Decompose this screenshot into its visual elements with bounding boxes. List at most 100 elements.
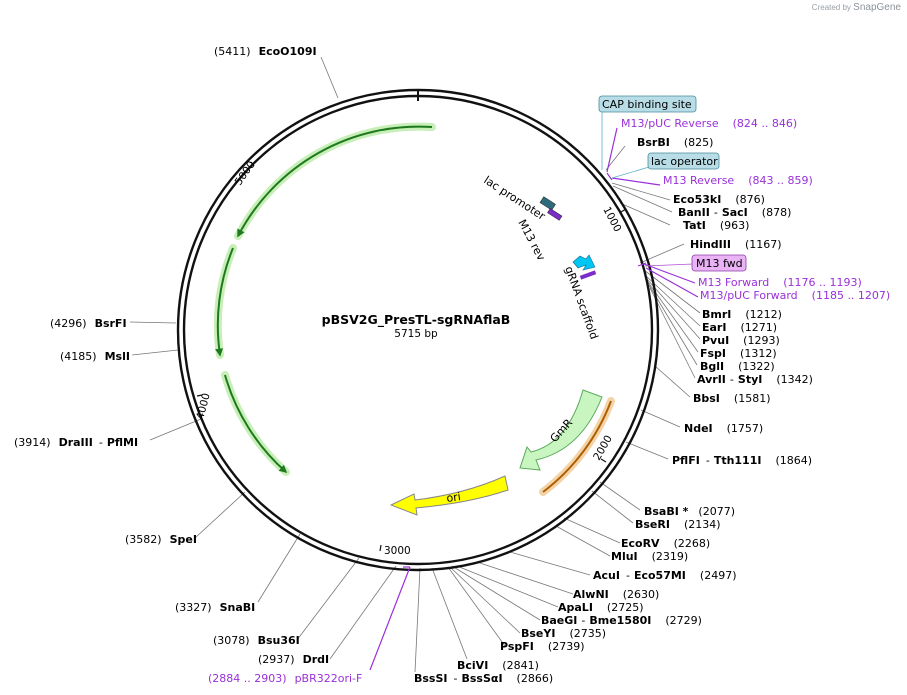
snapgene-branding: Created by SnapGene bbox=[812, 2, 901, 13]
leader-line bbox=[625, 441, 669, 460]
leader-line bbox=[619, 202, 671, 226]
leader-line bbox=[645, 275, 701, 327]
grna-primer-shape bbox=[579, 270, 597, 280]
leader-line bbox=[640, 409, 681, 428]
primer-leader bbox=[606, 127, 618, 173]
site-label: PflFI-Tth111I(1864) bbox=[672, 454, 812, 467]
leader-line bbox=[149, 418, 202, 441]
site-label: BseYI(2735) bbox=[521, 627, 606, 640]
leader-line bbox=[194, 491, 246, 539]
site-label: AlwNI(2630) bbox=[573, 588, 659, 601]
primer-leader bbox=[369, 566, 411, 671]
plasmid-name: pBSV2G_PresTL-sgRNAflaB bbox=[322, 312, 511, 328]
tick-mark-1000 bbox=[620, 208, 627, 213]
plasmid-size: 5715 bp bbox=[394, 328, 438, 340]
site-label: FspI(1312) bbox=[700, 347, 777, 360]
leader-line bbox=[329, 565, 397, 660]
feature-leader bbox=[611, 166, 650, 179]
site-label: TatI(963) bbox=[683, 219, 749, 232]
site-label: MluI(2319) bbox=[611, 550, 688, 563]
primer-mark bbox=[606, 172, 613, 181]
leader-line bbox=[320, 56, 339, 99]
leader-line bbox=[414, 567, 421, 673]
site-label: HindIII(1167) bbox=[690, 238, 782, 251]
leader-line bbox=[605, 145, 626, 171]
snapgene-logo-text: SnapGene bbox=[853, 2, 901, 13]
site-label: NdeI(1757) bbox=[684, 422, 763, 435]
leader-line bbox=[257, 533, 301, 603]
site-label: BbsI(1581) bbox=[693, 392, 770, 405]
leader-line bbox=[447, 566, 506, 647]
site-label: (2937)DrdI bbox=[258, 653, 329, 666]
position-ticks bbox=[196, 161, 627, 552]
site-label: Eco53kI(876) bbox=[673, 193, 765, 206]
primer-label: M13/pUC Forward(1185 .. 1207) bbox=[700, 289, 890, 302]
site-label: ApaLI(2725) bbox=[558, 601, 644, 614]
primer-label: (2884 .. 2903)pBR322ori-F bbox=[208, 672, 362, 685]
orf-glow bbox=[221, 371, 290, 476]
orange-orf-arc bbox=[542, 400, 612, 493]
orf-glow bbox=[213, 244, 237, 359]
leader-line bbox=[129, 321, 177, 324]
leader-line bbox=[131, 349, 179, 356]
tick-mark-3000 bbox=[379, 544, 382, 552]
ori-arrow bbox=[389, 475, 509, 516]
site-label: (4185)MslI bbox=[60, 350, 130, 363]
m13-rev-shape bbox=[547, 208, 563, 221]
leader-line bbox=[296, 557, 360, 641]
site-label: (3582)SpeI bbox=[125, 533, 197, 546]
primer-leader bbox=[645, 267, 699, 298]
leader-lines bbox=[129, 56, 701, 673]
orf-arc-1 bbox=[237, 125, 433, 238]
primer-label: M13/pUC Reverse(824 .. 846) bbox=[621, 117, 797, 130]
site-label: BciVI(2841) bbox=[457, 659, 539, 672]
site-label: BaeGI-Bme1580I(2729) bbox=[541, 614, 702, 627]
cap-binding-site-label: CAP binding site bbox=[602, 98, 692, 111]
ori-label: ori bbox=[446, 490, 462, 505]
leader-line bbox=[563, 517, 621, 544]
leader-line bbox=[591, 490, 634, 524]
leader-line bbox=[449, 566, 521, 634]
site-label: BanII-SacI(878) bbox=[678, 206, 791, 219]
orf-arcs bbox=[213, 122, 615, 496]
tick-mark-2000 bbox=[600, 458, 607, 463]
leader-line bbox=[599, 481, 641, 511]
site-label: BsaBI *(2077) bbox=[644, 505, 735, 518]
leader-line bbox=[431, 567, 468, 660]
site-label: EcoRV(2268) bbox=[621, 537, 710, 550]
site-label: BseRI(2134) bbox=[635, 518, 721, 531]
m13-fwd-label: M13 fwd bbox=[696, 257, 743, 270]
site-label: BglI(1322) bbox=[700, 360, 775, 373]
grna-scaffold-feature bbox=[572, 254, 597, 280]
site-label: (3078)Bsu36I bbox=[213, 634, 300, 647]
leader-line bbox=[509, 551, 591, 576]
lac-promoter-feature bbox=[539, 196, 563, 221]
site-label: AcuI-Eco57MI(2497) bbox=[593, 569, 736, 582]
site-label: EarI(1271) bbox=[702, 321, 777, 334]
m13-rev-label: M13 rev bbox=[515, 217, 548, 263]
lac-operator-label: lac operator bbox=[651, 155, 718, 168]
primer-leader bbox=[643, 263, 696, 284]
primer-label: M13 Forward(1176 .. 1193) bbox=[698, 276, 862, 289]
primer-label: M13 Reverse(843 .. 859) bbox=[663, 174, 813, 187]
site-label: (5411)EcoO109I bbox=[214, 45, 317, 58]
leader-line bbox=[646, 278, 701, 340]
tick-label-1000: 1000 bbox=[600, 205, 623, 234]
site-label: PvuI(1293) bbox=[702, 334, 780, 347]
site-label: BssSI-BssSαI(2866) bbox=[414, 672, 553, 685]
orf-arc-3 bbox=[224, 374, 288, 474]
leader-line bbox=[611, 182, 671, 201]
leader-line bbox=[612, 185, 673, 213]
m13-fwd-box bbox=[691, 254, 747, 272]
primer-marks bbox=[369, 127, 699, 671]
gmr-arrow bbox=[519, 389, 603, 471]
tick-mark-5000 bbox=[250, 161, 255, 167]
tick-label-3000: 3000 bbox=[384, 545, 411, 557]
site-label: BmrI(1212) bbox=[702, 308, 782, 321]
site-label: PspFI(2739) bbox=[500, 640, 584, 653]
lac-promoter-shape bbox=[539, 196, 556, 211]
site-label: (3914)DraIII-PflMI bbox=[14, 436, 138, 449]
site-label: BsrBI(825) bbox=[637, 136, 713, 149]
leader-line bbox=[654, 365, 691, 398]
primer-mark bbox=[637, 262, 647, 267]
